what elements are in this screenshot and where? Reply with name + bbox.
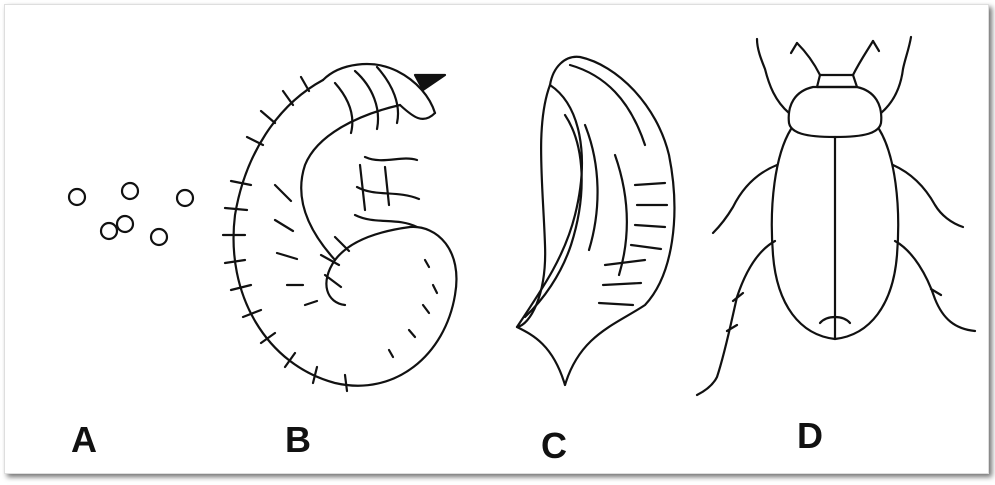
stage-label-b: B (285, 419, 311, 461)
life-cycle-illustration (5, 5, 995, 485)
eggs-illustration (69, 183, 193, 245)
larva-illustration (223, 64, 456, 391)
stage-label-c: C (541, 425, 567, 467)
stage-label-a: A (71, 419, 97, 461)
pupa-illustration (517, 57, 674, 385)
stage-label-d: D (797, 415, 823, 457)
figure-frame: A B C D (4, 4, 989, 474)
beetle-illustration (697, 37, 975, 395)
